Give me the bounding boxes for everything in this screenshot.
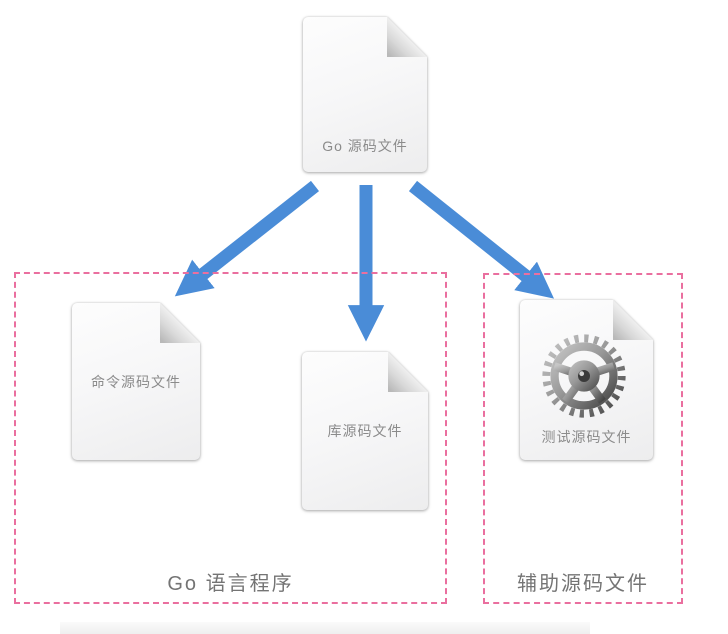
doc-label: 命令源码文件 [91,373,181,390]
doc-go-source-file: Go 源码文件 [303,17,427,172]
doc-label: 测试源码文件 [541,429,632,445]
doc-command-source-file: 命令源码文件 [72,303,200,460]
page-fold-icon [387,17,427,57]
page-fold-icon [160,303,200,343]
doc-library-source-file: 库源码文件 [302,352,428,510]
group-auxiliary-label: 辅助源码文件 [517,573,649,595]
gear-icon [542,334,626,418]
arrow-to-command-doc [174,180,320,297]
doc-label: 库源码文件 [327,423,403,439]
doc-test-source-file: 测试源码文件 [520,300,653,460]
group-go-program-label: Go 语言程序 [167,573,294,595]
doc-label: Go 源码文件 [322,138,408,154]
page-fold-icon [388,352,428,392]
group-auxiliary-source-files: 辅助源码文件 [483,273,683,604]
group-go-program: Go 语言程序 [14,272,447,604]
bottom-divider [60,622,590,634]
arrow-to-test-doc [408,180,555,299]
